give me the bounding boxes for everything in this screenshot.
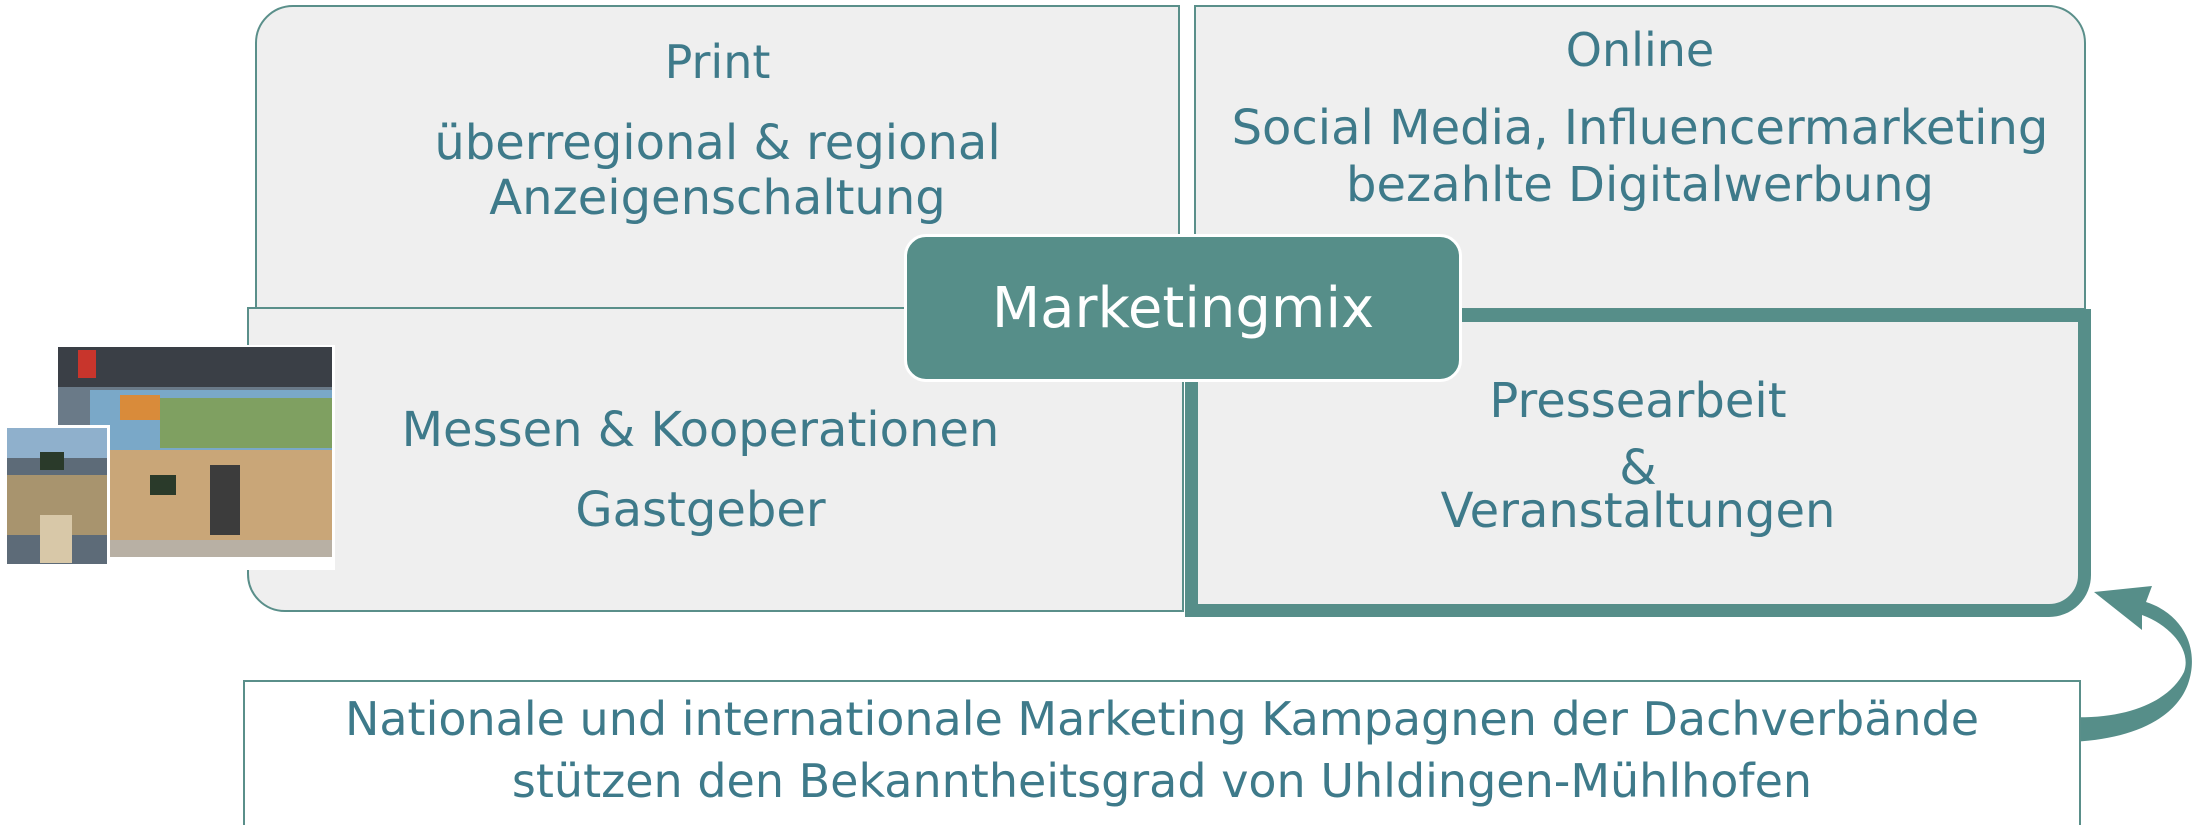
messen-line-2: Gastgeber [575, 482, 826, 538]
print-title: Print [664, 35, 771, 89]
curved-arrow-icon [2066, 586, 2192, 742]
online-line-2: bezahlte Digitalwerbung [1346, 157, 1934, 213]
print-line-1: überregional & regional [434, 115, 1001, 171]
trade-fair-photo [0, 340, 340, 580]
presse-line-2: & [1619, 440, 1657, 496]
marketingmix-center-box: Marketingmix [904, 234, 1462, 382]
campaign-line-1: Nationale und internationale Marketing K… [344, 692, 1980, 746]
print-line-2: Anzeigenschaltung [489, 170, 946, 226]
online-line-1: Social Media, Influencermarketing [1231, 100, 2049, 156]
presse-line-3: Veranstaltungen [1440, 483, 1836, 539]
quadrant-print: Print überregional & regional Anzeigensc… [255, 5, 1180, 310]
campaign-line-2: stützen den Bekanntheitsgrad von Uhlding… [511, 754, 1813, 808]
online-title: Online [1565, 23, 1715, 77]
marketingmix-label: Marketingmix [991, 275, 1375, 341]
quadrant-online: Online Social Media, Influencermarketing… [1194, 5, 2086, 310]
presse-line-1: Pressearbeit [1489, 373, 1787, 429]
campaign-statement-box: Nationale und internationale Marketing K… [243, 680, 2081, 825]
messen-line-1: Messen & Kooperationen [401, 402, 1000, 458]
